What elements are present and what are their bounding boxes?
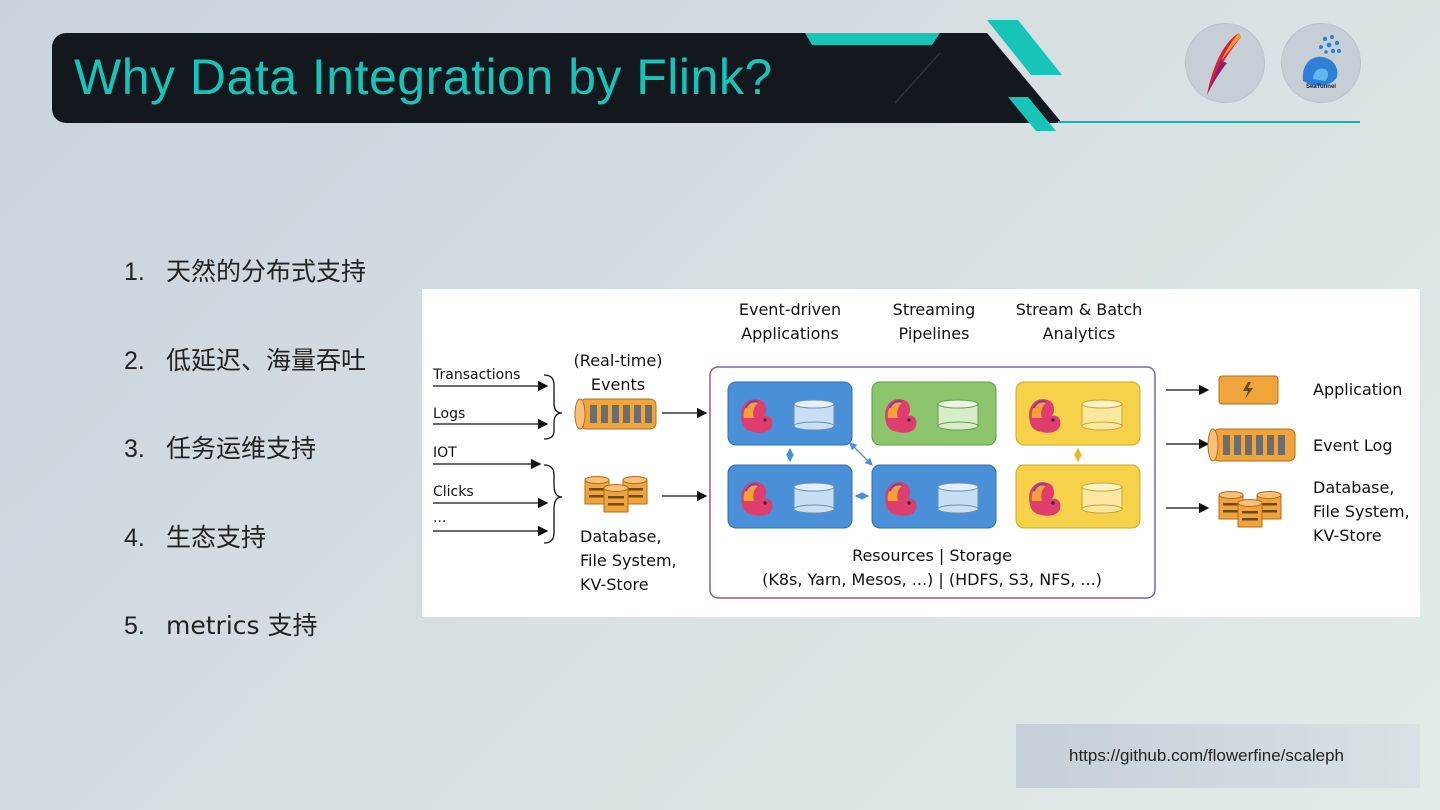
flink-architecture-diagram: Transactions Logs IOT Clicks ... (Real-t… (422, 289, 1420, 617)
column-header: Streaming (892, 300, 976, 319)
app-box-blue (727, 464, 853, 529)
db-label-line: KV-Store (580, 575, 649, 594)
column-header: Analytics (1042, 324, 1116, 343)
resources-detail: (K8s, Yarn, Mesos, ...) | (HDFS, S3, NFS… (762, 570, 1102, 589)
apache-logo (1185, 23, 1265, 103)
column-header: Pipelines (898, 324, 970, 343)
input-label: IOT (433, 445, 457, 461)
title-bar (52, 33, 1062, 123)
output-db-label: File System, (1313, 502, 1410, 521)
event-log-output-icon (1207, 428, 1296, 462)
github-url-link[interactable]: https://github.com/flowerfine/scaleph (1069, 746, 1344, 765)
list-item: 5.metrics 支持 (124, 611, 318, 640)
input-label: ... (433, 510, 447, 526)
input-label: Clicks (433, 484, 474, 500)
input-label: Transactions (433, 367, 521, 383)
app-box-blue (727, 381, 853, 446)
output-db-label: KV-Store (1313, 526, 1382, 545)
column-header: Applications (741, 324, 839, 343)
event-log-icon (574, 398, 657, 430)
column-header: Event-driven (738, 300, 842, 319)
resources-label: Resources | Storage (852, 546, 1012, 565)
seatunnel-logo-icon (1302, 35, 1341, 86)
diagram-graphics (433, 366, 1296, 599)
database-output-icon (1218, 491, 1282, 528)
app-box-green (871, 381, 997, 446)
list-item: 1.天然的分布式支持 (124, 257, 367, 286)
app-box-blue (871, 464, 997, 529)
apache-feather-icon (1207, 33, 1241, 95)
app-box-yellow (1015, 464, 1141, 529)
column-header: Stream & Batch (1015, 300, 1143, 319)
app-box-yellow (1015, 381, 1141, 446)
seatunnel-logo-text: SeaTunnel (1306, 84, 1336, 90)
seatunnel-logo: SeaTunnel (1281, 23, 1361, 103)
application-icon (1218, 375, 1279, 405)
input-label: Logs (433, 406, 466, 422)
output-event-log-label: Event Log (1313, 436, 1393, 455)
db-label-line: File System, (580, 551, 677, 570)
output-application-label: Application (1313, 380, 1403, 399)
events-label-line2: Events (590, 375, 646, 394)
output-db-label: Database, (1313, 478, 1395, 497)
footer-url-box: https://github.com/flowerfine/scaleph (1016, 724, 1420, 788)
slide-title: Why Data Integration by Flink? (74, 49, 773, 105)
title-decoration (805, 20, 1062, 131)
database-icon (584, 476, 648, 513)
events-label-line1: (Real-time) (573, 351, 663, 370)
list-item: 3.任务运维支持 (124, 434, 317, 463)
list-item: 4.生态支持 (124, 523, 267, 552)
title-underline (1058, 121, 1360, 123)
db-label-line: Database, (580, 527, 662, 546)
list-item: 2.低延迟、海量吞吐 (124, 346, 367, 375)
